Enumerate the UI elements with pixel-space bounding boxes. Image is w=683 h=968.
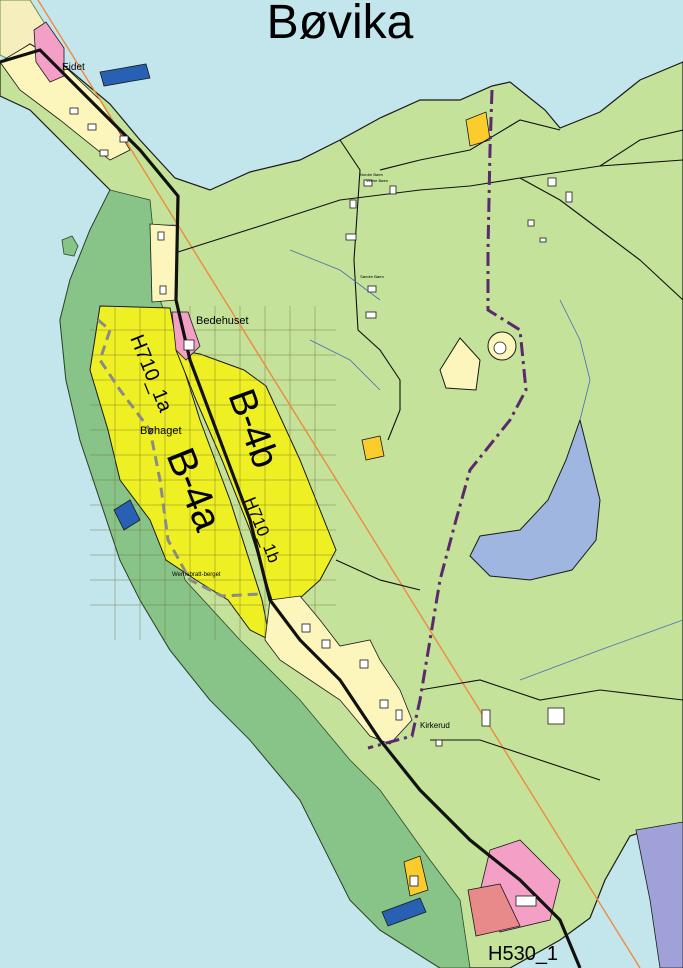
pier-mid — [113, 499, 141, 531]
label-kirkerud: Kirkerud — [420, 721, 450, 730]
industry-zone-east — [635, 821, 683, 968]
pier-north — [99, 63, 151, 87]
label-sondre-baen: Søndre Bøen — [360, 274, 384, 279]
dashed-boundary-west — [97, 318, 261, 598]
residential-south — [264, 595, 413, 745]
service-building-mid — [361, 435, 385, 461]
public-zone-south-2 — [467, 883, 521, 937]
small-island — [61, 235, 79, 257]
pier-south — [381, 897, 427, 927]
label-h530: H530_1 — [488, 943, 558, 965]
municipal-boundary — [367, 89, 528, 750]
main-road — [0, 48, 582, 968]
label-eidet: Eidet — [62, 62, 85, 73]
service-building-north — [465, 111, 491, 147]
streams — [289, 249, 683, 681]
label-bedehuset: Bedehuset — [196, 315, 249, 327]
tank-1-inner — [493, 341, 507, 355]
lake — [469, 418, 601, 581]
buildings — [69, 107, 573, 907]
local-roads — [177, 119, 683, 781]
label-bohaget: Bøhaget — [140, 425, 182, 437]
label-vestre-baen: Vestre Bøen — [366, 178, 388, 183]
farm-plot — [439, 337, 481, 391]
map-title: Bøvika — [267, 0, 414, 49]
label-wernebrattberget: Wernebratt-berget — [172, 572, 221, 578]
power-line — [37, 0, 641, 968]
label-nordre-baen: Nordre Bøen — [360, 172, 383, 177]
